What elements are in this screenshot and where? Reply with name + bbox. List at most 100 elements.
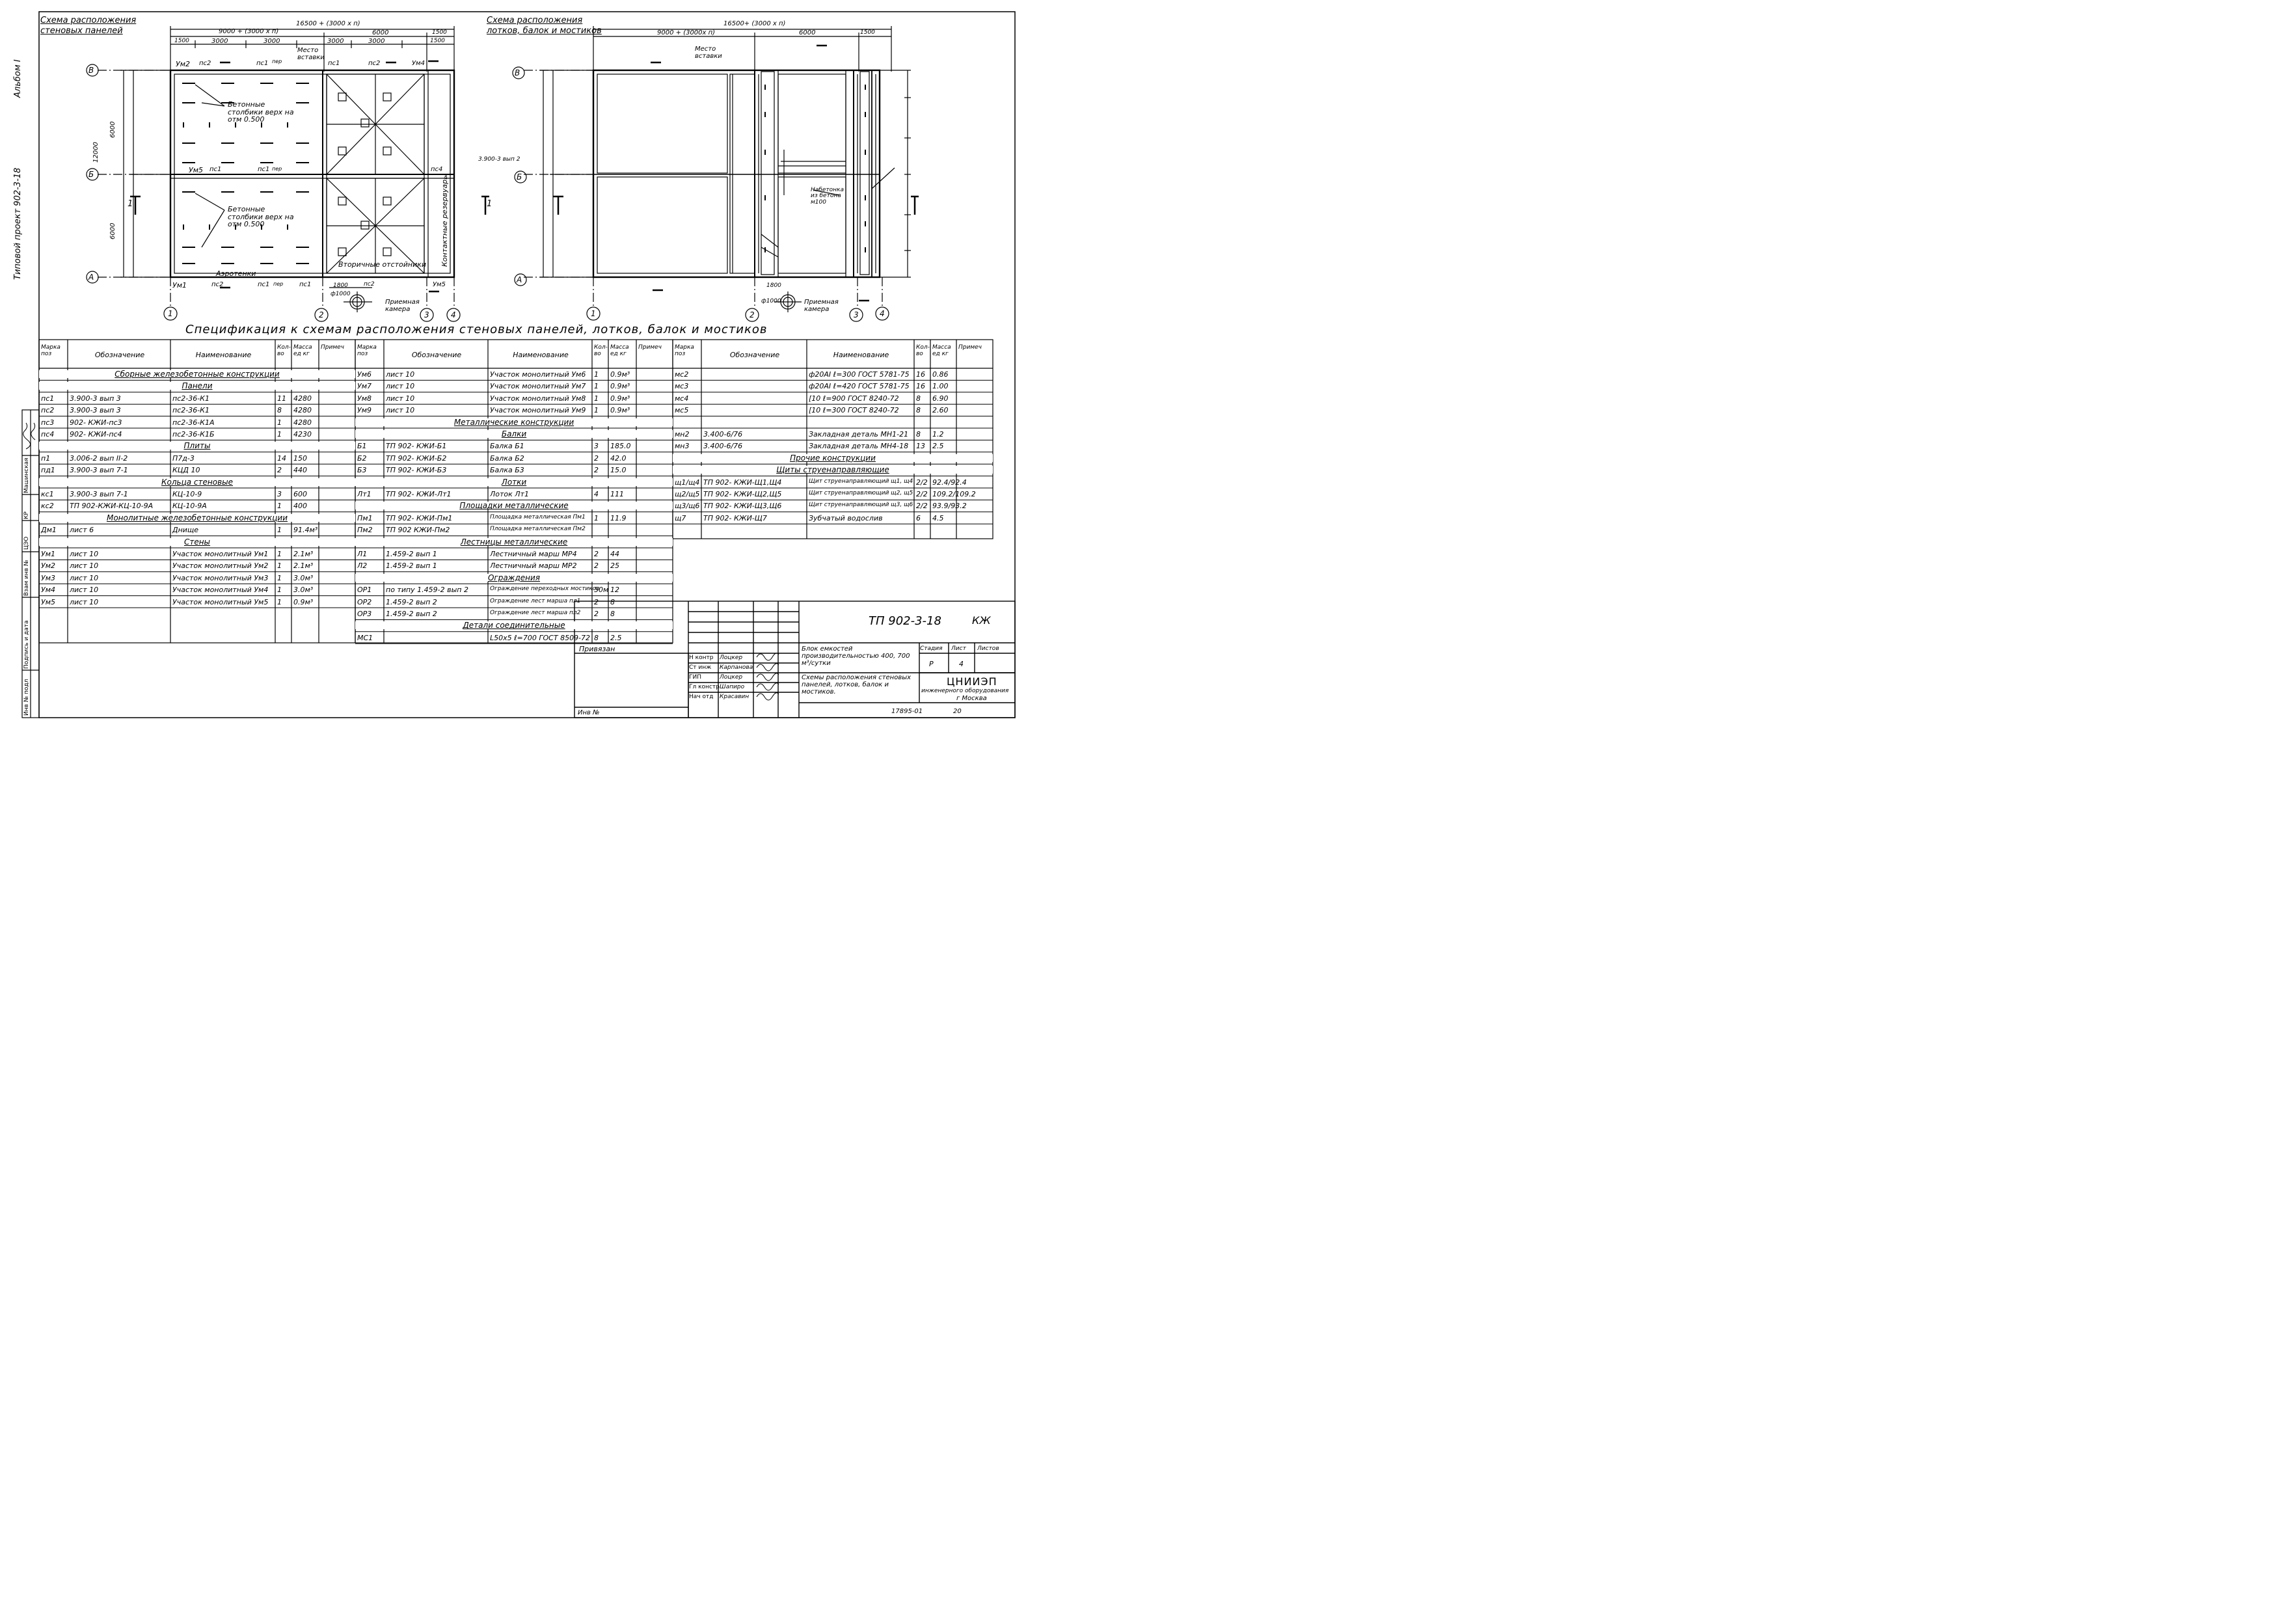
table2-header-name: Наименование [513,351,569,359]
stamp-dept-label: ЦЭО [23,536,30,550]
table-cell-qty: 1 [277,418,282,427]
table-cell-mass: 44 [610,550,619,558]
axis-h-label-4b: 4 [880,309,885,318]
axis-v-label-v2: В [515,68,520,77]
table-cell-designation: ТП 902- КЖИ-Б1 [386,442,447,451]
table-cell-mark: Ум3 [41,573,55,582]
label-um1: Ум1 [172,281,187,290]
axis-h-label-3b: 3 [854,310,859,319]
object-name: Блок емкостей производительностью 400, 7… [802,645,910,667]
table-cell-designation: ТП 902- КЖИ-Б3 [386,466,447,475]
axis-h-label-2a: 2 [319,310,324,319]
table-cell-name: [10 ℓ=900 ГОСТ 8240-72 [809,394,899,403]
table3-header-mass: Масса ед кг [932,344,951,357]
table-cell-mark: пс3 [41,418,55,427]
table-cell-mark: мс3 [675,382,689,391]
table-cell-mark: кс2 [41,502,54,511]
aeration-label: Аэротенки [216,269,256,278]
sheet-title: Схемы расположения стеновых панелей, лот… [802,674,912,696]
table-cell-mark: щ3/щ6 [675,502,700,511]
table-cell-designation: лист 10 [386,394,415,403]
axis-v-label-b1: Б [88,170,94,179]
label-ps4: пс4 [431,166,443,173]
table-cell-mass: 0.9м³ [610,370,630,379]
table-cell-mass: 0.9м³ [610,394,630,403]
scheme1-dim-top-1: 3000 [211,38,228,45]
table-cell-mark: мс5 [675,406,689,415]
table-cell-mark: Ум8 [357,394,371,403]
table-cell-designation: 3.400-6/76 [703,442,743,451]
table-cell-name: Участок монолитный Ум6 [490,370,586,379]
table-cell-name: Ограждение лест марша пл1 [490,597,581,604]
table-cell-qty: 1 [277,430,282,439]
table-cell-qty: 6 [916,513,921,522]
table-cell-name: Зубчатый водослив [809,513,883,522]
table-cell-designation: лист 10 [386,370,415,379]
table-cell-name: Балка Б2 [490,453,524,463]
concrete-posts-note-1: Бетонные столбики верх на отм 0.500 [228,100,294,124]
org-name: ЦНИИЭП [947,675,997,688]
table-cell-mass: 93.9/93.2 [932,502,967,511]
table-cell-mark: Ум9 [357,406,371,415]
table-cell-qty: 11 [277,394,286,403]
table-cell-qty: 1 [594,382,599,391]
table3-header-qty: Кол-во [916,344,930,357]
table-cell-qty: 1 [277,502,282,511]
axis-v-label-a2: А [517,275,522,284]
table-cell-name: Лестничный марш МР2 [490,562,577,571]
table-cell-mark: Ум2 [41,562,55,571]
table2-header-designation: Обозначение [411,351,462,359]
table-cell-mass: 1.00 [932,382,949,391]
axis-h-label-1a: 1 [168,309,173,318]
table-cell-name: Площадка металлическая Пм2 [490,526,586,533]
drawing-canvas [21,11,1016,718]
concrete-posts-note-2: Бетонные столбики верх на отм 0.500 [228,205,294,229]
table-cell-mass: 11.9 [610,513,627,522]
table-cell-mass: 2.5 [932,442,944,451]
table-cell-qty: 8 [277,406,282,415]
table-cell-mass: 3.0м³ [293,573,314,582]
table-cell-mass: 109.2/109.2 [932,490,976,498]
table-cell-qty: 1 [277,550,282,558]
role-1: Ст инж [689,664,712,671]
label-ps2-bot: пс2 [211,281,224,288]
table-cell-name: Лестничный марш МР4 [490,550,577,558]
table-cell-mark: мс4 [675,394,689,403]
table-cell-qty: 1 [277,586,282,595]
table-cell-mass: 0.86 [932,370,949,379]
table-section-heading: Детали соединительные [355,621,673,630]
scheme1-ref: 3.900-3 вып 2 [478,156,520,163]
label-ps2-top: пс2 [199,60,211,67]
table-cell-name: Балка Б1 [490,442,524,451]
table-cell-mark: МС1 [357,633,373,642]
table-cell-mass: 440 [293,466,307,475]
table-cell-name: КЦ-10-9А [172,502,207,511]
table-cell-name: КЦД 10 [172,466,200,475]
table3-header-designation: Обозначение [729,351,780,359]
table-cell-designation: 1.459-2 вып 1 [386,562,437,571]
table-cell-qty: 2 [594,597,599,606]
table-cell-qty: 2 [277,466,282,475]
table-cell-name: Закладная деталь МН1-21 [809,430,909,439]
scheme1-dim-6000-bot: 6000 [109,223,116,239]
scheme2-dim-b: 6000 [799,29,816,36]
table2-header-qty: Кол-во [594,344,608,357]
table-cell-designation: 3.400-6/76 [703,430,743,439]
table-cell-mark: щ7 [675,513,686,522]
table-section-heading: Металлические конструкции [355,418,673,426]
scheme1-title-line2: стеновых панелей [40,26,123,36]
contact-reservoirs-label: Контактные резервуары [440,174,449,267]
table-cell-mass: 2.5 [610,633,622,642]
table-cell-designation: ТП 902- КЖИ-Щ7 [703,513,767,522]
stamp-kr-label: КР [23,511,30,519]
fill-note: Набетонка из бетона м100 [811,187,844,206]
table-cell-qty: 2/2 [916,490,928,498]
table-cell-name: Участок монолитный Ум2 [172,562,269,571]
role-3: Гл констр [689,684,720,690]
table-cell-mass: 12 [610,586,619,595]
scheme1-place-insert: Место вставки [297,47,325,61]
label-ps2-bot2: пс2 [364,281,375,288]
table-cell-mass: 1.2 [932,430,944,439]
scheme1-dim-top-0: 1500 [174,38,189,44]
table-cell-qty: 1 [594,394,599,403]
